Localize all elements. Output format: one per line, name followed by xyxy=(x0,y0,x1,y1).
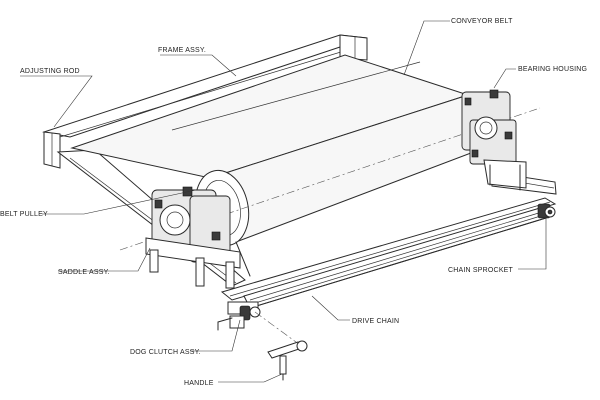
label-chain-sprocket: CHAIN SPROCKET xyxy=(448,267,514,274)
label-bearing-housing: BEARING HOUSING xyxy=(518,66,587,73)
label-handle: HANDLE xyxy=(184,380,214,387)
bearing-housing-left xyxy=(145,186,241,289)
chain-sprocket xyxy=(537,203,556,219)
drive-chain xyxy=(243,207,547,309)
dog-clutch-assembly xyxy=(217,301,301,346)
leader-lines xyxy=(20,20,547,383)
label-drive-chain: DRIVE CHAIN xyxy=(352,318,399,325)
labels: CONVEYOR BELT FRAME ASSY. ADJUSTING ROD … xyxy=(0,18,587,387)
handle xyxy=(267,340,308,381)
label-saddle-assy: SADDLE ASSY. xyxy=(58,269,110,276)
label-conveyor-belt: CONVEYOR BELT xyxy=(451,18,513,25)
label-dog-clutch-assy: DOG CLUTCH ASSY. xyxy=(130,349,201,356)
label-frame-assy: FRAME ASSY. xyxy=(158,47,206,54)
label-belt-pulley: BELT PULLEY xyxy=(0,211,48,218)
bearing-housing-right xyxy=(461,89,527,191)
conveyor-belt xyxy=(70,54,541,277)
label-adjusting-rod: ADJUSTING ROD xyxy=(20,68,80,75)
